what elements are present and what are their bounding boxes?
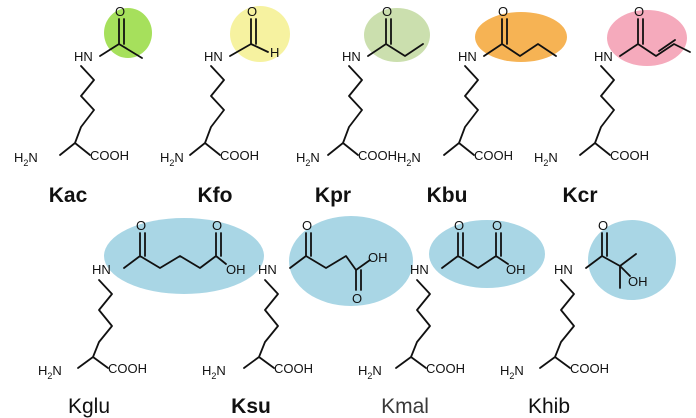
formyl-group-highlight bbox=[230, 6, 290, 62]
molecule-kglu: O O OH HN H2N COOH Kglu bbox=[38, 218, 264, 418]
oxygen-atom: O bbox=[352, 291, 362, 306]
amine-label: H2N bbox=[14, 150, 38, 168]
amine-label: H2N bbox=[160, 150, 184, 168]
molecule-label-kbu: Kbu bbox=[427, 184, 468, 207]
amide-nitrogen-label: HN bbox=[342, 49, 361, 64]
amine-label: H2N bbox=[397, 150, 421, 168]
carboxyl-label: COOH bbox=[426, 361, 465, 376]
carboxyl-label: COOH bbox=[570, 361, 609, 376]
molecule-khib: O OH HN H2N COOH Khib bbox=[500, 218, 676, 418]
hydroxyisobutyryl-group-highlight bbox=[588, 220, 676, 300]
amide-nitrogen-label: HN bbox=[554, 262, 573, 277]
molecule-kbu: O HN H2N COOH Kbu bbox=[397, 4, 567, 207]
oxygen-atom: O bbox=[247, 4, 257, 19]
carboxyl-label: COOH bbox=[108, 361, 147, 376]
carboxyl-label: COOH bbox=[474, 148, 513, 163]
molecule-label-kglu: Kglu bbox=[68, 395, 110, 418]
amine-label: H2N bbox=[358, 363, 382, 381]
hydroxyl-label: OH bbox=[628, 274, 648, 289]
amide-nitrogen-label: HN bbox=[594, 49, 613, 64]
molecule-kcr: O HN H2N COOH Kcr bbox=[534, 4, 691, 207]
molecule-kac: O HN H2N COOH Kac bbox=[14, 4, 152, 207]
glutaryl-group-highlight bbox=[104, 218, 264, 294]
succinyl-group-highlight bbox=[289, 216, 413, 306]
oxygen-atom: O bbox=[115, 4, 125, 19]
carboxyl-label: COOH bbox=[90, 148, 129, 163]
amide-nitrogen-label: HN bbox=[458, 49, 477, 64]
amide-nitrogen-label: HN bbox=[74, 49, 93, 64]
amine-label: H2N bbox=[202, 363, 226, 381]
oxygen-atom: O bbox=[498, 4, 508, 19]
molecule-label-kpr: Kpr bbox=[315, 184, 351, 207]
molecule-kfo: O H HN H2N COOH Kfo bbox=[160, 4, 290, 207]
amine-label: H2N bbox=[296, 150, 320, 168]
carboxyl-label: COOH bbox=[610, 148, 649, 163]
oxygen-atom: O bbox=[136, 218, 146, 233]
oxygen-atom: O bbox=[492, 218, 502, 233]
molecule-label-kac: Kac bbox=[49, 184, 88, 207]
hydroxyl-label: OH bbox=[506, 262, 526, 277]
hydrogen-atom: H bbox=[270, 45, 279, 60]
hydroxyl-label: OH bbox=[226, 262, 246, 277]
oxygen-atom: O bbox=[454, 218, 464, 233]
amide-nitrogen-label: HN bbox=[410, 262, 429, 277]
malonyl-group-highlight bbox=[429, 220, 545, 288]
oxygen-atom: O bbox=[212, 218, 222, 233]
amide-nitrogen-label: HN bbox=[204, 49, 223, 64]
molecule-label-kcr: Kcr bbox=[562, 184, 597, 207]
amine-label: H2N bbox=[534, 150, 558, 168]
oxygen-atom: O bbox=[634, 4, 644, 19]
butyryl-group-highlight bbox=[475, 12, 567, 62]
molecule-kmal: O O OH HN H2N COOH Kmal bbox=[358, 218, 545, 418]
oxygen-atom: O bbox=[302, 218, 312, 233]
amine-label: H2N bbox=[38, 363, 62, 381]
oxygen-atom: O bbox=[598, 218, 608, 233]
molecule-label-ksu: Ksu bbox=[231, 395, 271, 418]
carboxyl-label: COOH bbox=[220, 148, 259, 163]
carboxyl-label: COOH bbox=[358, 148, 397, 163]
amide-nitrogen-label: HN bbox=[258, 262, 277, 277]
carboxyl-label: COOH bbox=[274, 361, 313, 376]
hydroxyl-label: OH bbox=[368, 250, 388, 265]
molecule-ksu: O OH O HN H2N COOH Ksu bbox=[202, 216, 413, 418]
molecule-kpr: O HN H2N COOH Kpr bbox=[296, 4, 430, 207]
molecule-label-kmal: Kmal bbox=[381, 395, 429, 418]
crotonyl-group-highlight bbox=[607, 10, 687, 66]
amine-label: H2N bbox=[500, 363, 524, 381]
molecule-label-khib: Khib bbox=[528, 395, 570, 418]
amide-nitrogen-label: HN bbox=[92, 262, 111, 277]
oxygen-atom: O bbox=[382, 4, 392, 19]
propionyl-group-highlight bbox=[364, 8, 430, 62]
molecule-label-kfo: Kfo bbox=[198, 184, 233, 207]
